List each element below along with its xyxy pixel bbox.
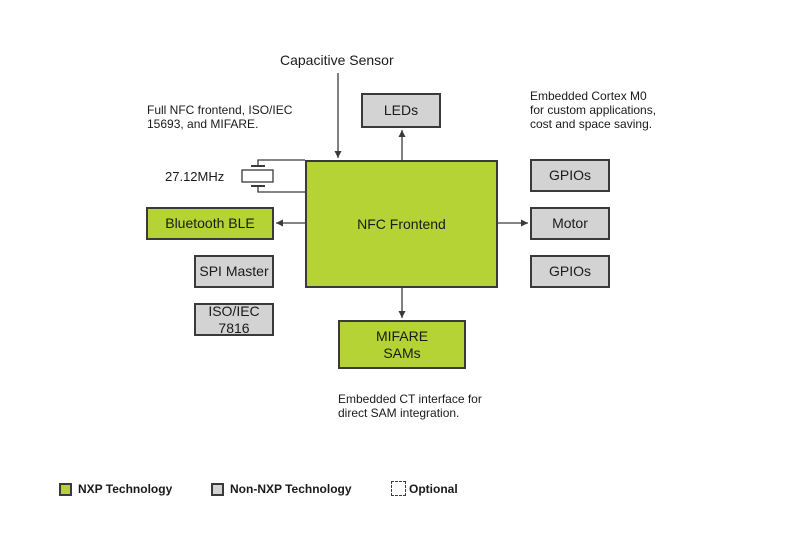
gpios-top-block: GPIOs	[530, 159, 610, 192]
mifare-sams-label-line2: SAMs	[383, 344, 421, 361]
spi-master-label: SPI Master	[199, 263, 269, 279]
cortex-description: Embedded Cortex M0 for custom applicatio…	[530, 89, 656, 131]
leds-label: LEDs	[383, 102, 419, 118]
mifare-sams-label-line1: MIFARE	[375, 327, 429, 344]
legend-nxp-label: NXP Technology	[78, 482, 173, 496]
gpios-bottom-label: GPIOs	[548, 263, 591, 279]
capacitive-sensor-label: Capacitive Sensor	[280, 52, 394, 68]
motor-label: Motor	[552, 215, 588, 231]
bluetooth-ble-block: Bluetooth BLE	[146, 207, 274, 240]
legend-non-nxp: Non-NXP Technology	[211, 482, 352, 496]
gpios-top-label: GPIOs	[548, 167, 591, 183]
legend-optional-label: Optional	[409, 481, 458, 496]
leds-block: LEDs	[361, 93, 441, 128]
legend-non-nxp-label: Non-NXP Technology	[230, 482, 352, 496]
bluetooth-ble-label: Bluetooth BLE	[165, 215, 255, 231]
iso-iec-label-line1: ISO/IEC	[208, 302, 260, 319]
nfc-description-line1: Full NFC frontend, ISO/IEC	[147, 103, 293, 117]
spi-master-block: SPI Master	[194, 255, 274, 288]
crystal-frequency-label: 27.12MHz	[165, 169, 225, 184]
nfc-frontend-label: NFC Frontend	[357, 215, 446, 232]
legend-nxp-swatch	[59, 482, 72, 496]
gpios-bottom-block: GPIOs	[530, 255, 610, 288]
legend-nxp: NXP Technology	[59, 482, 172, 496]
cortex-description-line3: cost and space saving.	[530, 117, 653, 131]
cortex-description-line2: for custom applications,	[530, 103, 657, 117]
iso-iec-7816-block: ISO/IEC 7816	[194, 303, 274, 336]
mifare-sams-block: MIFARE SAMs	[338, 320, 466, 369]
ct-description-line2: direct SAM integration.	[338, 406, 460, 420]
crystal-symbol	[241, 159, 305, 193]
legend-optional: Optional	[391, 481, 458, 496]
legend-optional-swatch	[391, 481, 406, 496]
iso-iec-label-line2: 7816	[218, 319, 250, 336]
nfc-description-line2: 15693, and MIFARE.	[147, 117, 259, 131]
legend-non-nxp-swatch	[211, 482, 224, 496]
nfc-frontend-block: NFC Frontend	[305, 160, 498, 288]
nfc-description: Full NFC frontend, ISO/IEC 15693, and MI…	[147, 103, 292, 131]
motor-block: Motor	[530, 207, 610, 240]
ct-description-line1: Embedded CT interface for	[338, 392, 482, 406]
ct-interface-description: Embedded CT interface for direct SAM int…	[338, 392, 482, 420]
cortex-description-line1: Embedded Cortex M0	[530, 89, 647, 103]
